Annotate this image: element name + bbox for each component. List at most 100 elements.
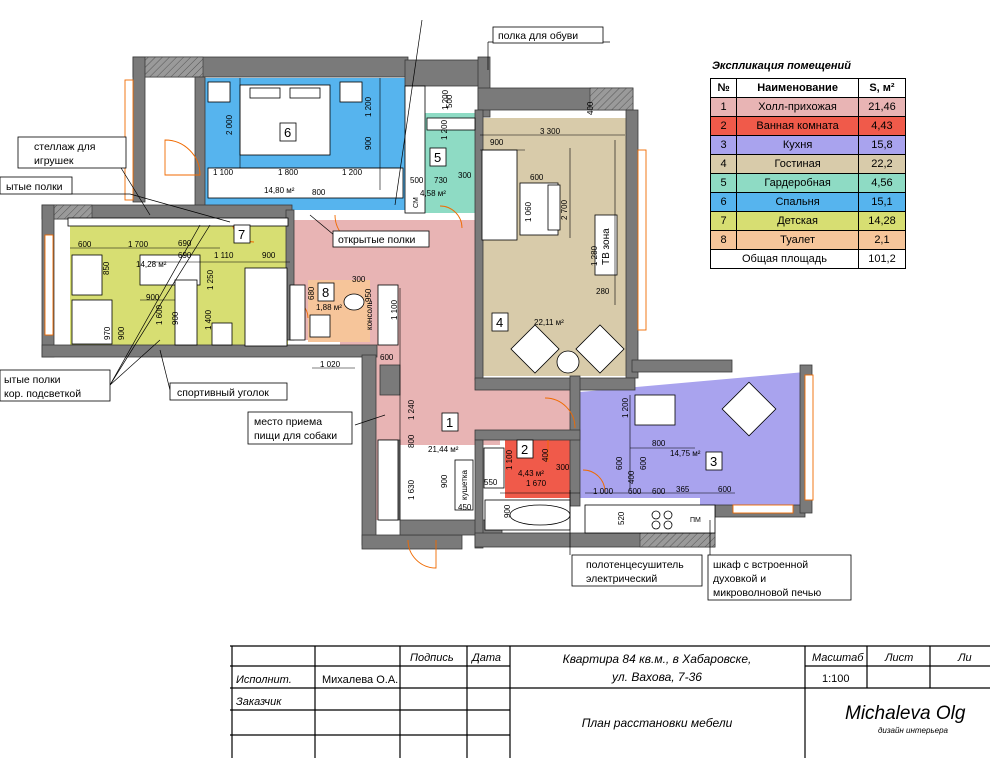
dim-label: 300 <box>556 463 570 472</box>
dim-label: 1 000 <box>593 487 614 496</box>
dim-label: 300 <box>458 171 472 180</box>
room-schedule-area: 14,28 <box>857 211 907 231</box>
room-7-number: 7 <box>238 227 245 242</box>
room-schedule-title: Экспликация помещений <box>712 60 851 72</box>
dim-label: 950 <box>364 288 373 302</box>
dim-label: 1 100 <box>505 449 514 470</box>
dim-label: 1 200 <box>441 89 450 110</box>
stamp-scale-value: 1:100 <box>822 673 850 685</box>
dim-label: 300 <box>352 275 366 284</box>
stamp-scale-label: Масштаб <box>812 652 864 664</box>
dim-label: 800 <box>407 434 416 448</box>
room-8-number: 8 <box>322 285 329 300</box>
dim-label: 1 060 <box>524 201 533 222</box>
room-schedule-area: 4,56 <box>857 173 907 193</box>
stamp-project-line-2: ул. Вахова, 7-36 <box>611 670 702 684</box>
dim-label: 1 200 <box>440 119 449 140</box>
total-label: Общая площадь <box>710 249 859 269</box>
dim-label: 1 110 <box>214 251 234 260</box>
note-oven-1: шкаф с встроенной <box>713 559 808 571</box>
total-area: 101,2 <box>857 249 907 269</box>
dim-label: 1 200 <box>342 168 363 177</box>
room-schedule-no: 8 <box>709 230 738 250</box>
room-schedule-name: Гостиная <box>736 154 859 174</box>
note-oven-3: микроволновой печью <box>713 587 821 599</box>
dim-label: 800 <box>312 188 326 197</box>
room-1-area: 21,44 м² <box>428 445 459 454</box>
room-schedule: Экспликация помещений № Наименование S, … <box>709 60 908 269</box>
dim-label: 1 100 <box>213 168 234 177</box>
room-8-area: 1,88 м² <box>316 303 342 312</box>
dimension-labels: 1 200 1 200 2 000 900 1 100 1 800 1 200 … <box>78 89 732 525</box>
dim-label: 600 <box>78 240 92 249</box>
room-schedule-name: Туалет <box>736 230 859 250</box>
dim-label: 600 <box>718 485 732 494</box>
room-7-area: 14,28 м² <box>136 260 167 269</box>
room-schedule-name: Кухня <box>736 135 859 155</box>
title-block: Подпись Дата Исполнит. Михалева О.А. Зак… <box>230 645 990 758</box>
room-schedule-area: 4,43 <box>857 116 907 136</box>
note-boxes <box>0 26 852 601</box>
dim-label: 500 <box>445 94 454 108</box>
stamp-customer-label: Заказчик <box>236 696 282 708</box>
note-dog-place-2: пищи для собаки <box>254 430 337 442</box>
dim-label: 690 <box>178 251 192 260</box>
dim-label: 1 670 <box>526 479 547 488</box>
dim-label: 900 <box>503 504 512 518</box>
room-5-area: 4,58 м² <box>420 189 446 198</box>
room-schedule-no: 6 <box>709 192 738 212</box>
furniture <box>67 81 777 534</box>
dim-label: 1 630 <box>407 479 416 500</box>
dim-label: 600 <box>530 173 544 182</box>
dim-label: 730 <box>434 176 448 185</box>
note-toy-rack-2: игрушек <box>34 155 74 167</box>
dim-label: 600 <box>639 456 648 470</box>
room-1-number: 1 <box>446 415 453 430</box>
note-sport-corner: спортивный уголок <box>177 387 269 399</box>
dim-label: 600 <box>652 487 666 496</box>
dim-label: 550 <box>484 478 498 487</box>
dim-label: 500 <box>410 176 424 185</box>
table-total-row: Общая площадь 101,2 <box>710 249 907 269</box>
col-number: № <box>709 78 738 98</box>
room-4-number: 4 <box>496 315 503 330</box>
room-schedule-name: Ванная комната <box>736 116 859 136</box>
dim-label: 900 <box>262 251 276 260</box>
room-3-area: 14,75 м² <box>670 449 701 458</box>
note-dishwasher: ПМ <box>690 517 701 524</box>
dim-label: 900 <box>146 293 160 302</box>
dim-label: 450 <box>458 503 472 512</box>
room-2-number: 2 <box>521 442 528 457</box>
room-schedule-name: Спальня <box>736 192 859 212</box>
room-schedule-area: 22,2 <box>857 154 907 174</box>
room-schedule-name: Холл-прихожая <box>736 97 859 117</box>
dim-label: 400 <box>586 101 595 115</box>
dim-label: 850 <box>102 261 111 275</box>
room-schedule-no: 4 <box>709 154 738 174</box>
note-shoe-shelf: полка для обуви <box>498 30 578 42</box>
windows <box>44 79 814 514</box>
room-schedule-no: 5 <box>709 173 738 193</box>
dim-label: 1 400 <box>204 309 213 330</box>
dim-label: 400 <box>627 470 636 484</box>
dim-label: 900 <box>490 138 504 147</box>
dim-label: 1 200 <box>364 96 373 117</box>
room-3-number: 3 <box>710 454 717 469</box>
room-5-number: 5 <box>434 150 441 165</box>
note-oven-2: духовкой и <box>713 573 766 585</box>
dim-label: 1 200 <box>621 397 630 418</box>
dim-label: 600 <box>380 353 394 362</box>
stamp-sign: Подпись <box>410 652 454 664</box>
stamp-executor-name: Михалева О.А. <box>322 674 398 686</box>
table-header-row: № Наименование S, м² <box>709 78 907 98</box>
dim-label: 690 <box>178 239 192 248</box>
room-schedule-name: Гардеробная <box>736 173 859 193</box>
room-2-area: 4,43 м² <box>518 469 544 478</box>
